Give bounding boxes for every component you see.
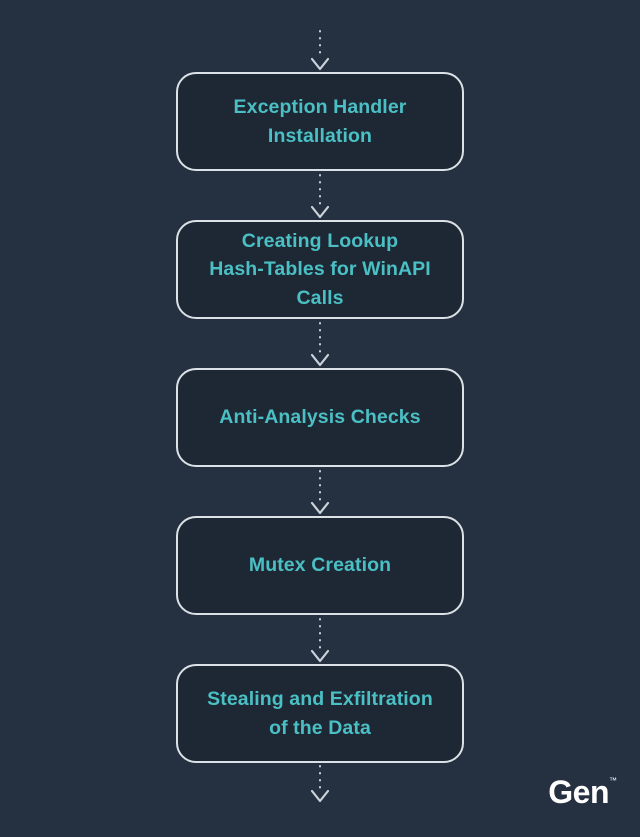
arrow-down-icon: [310, 30, 330, 71]
flow-box-label: Anti-Analysis Checks: [219, 406, 421, 429]
gen-logo-text: Gen: [548, 774, 609, 810]
arrow-down-icon: [310, 470, 330, 515]
flow-box-exception-handler: Exception Handler Installation: [176, 72, 464, 171]
flow-box-stealing-exfiltration: Stealing and Exfiltration of the Data: [176, 664, 464, 763]
flow-arrow-2: [308, 319, 332, 368]
flow-box-mutex-creation: Mutex Creation: [176, 516, 464, 615]
arrow-down-icon: [310, 322, 330, 367]
flow-arrow-4: [308, 615, 332, 664]
flow-box-lookup-hash-tables: Creating Lookup Hash-Tables for WinAPI C…: [176, 220, 464, 319]
flow-arrow-1: [308, 171, 332, 220]
arrow-down-icon: [310, 174, 330, 219]
flow-box-label: Creating Lookup Hash-Tables for WinAPI C…: [209, 230, 431, 309]
flow-box-anti-analysis: Anti-Analysis Checks: [176, 368, 464, 467]
trademark-symbol: ™: [609, 776, 617, 785]
flow-arrow-bottom: [308, 763, 332, 805]
flow-box-label: Stealing and Exfiltration of the Data: [207, 688, 433, 739]
flow-arrow-3: [308, 467, 332, 516]
arrow-down-icon: [310, 618, 330, 663]
flow-arrow-top: [308, 30, 332, 72]
flowchart: Exception Handler Installation Creating …: [176, 30, 464, 805]
flow-box-label: Exception Handler Installation: [233, 96, 407, 147]
flow-box-label: Mutex Creation: [248, 554, 392, 577]
arrow-down-icon: [310, 765, 330, 803]
gen-logo: Gen™: [548, 776, 617, 808]
